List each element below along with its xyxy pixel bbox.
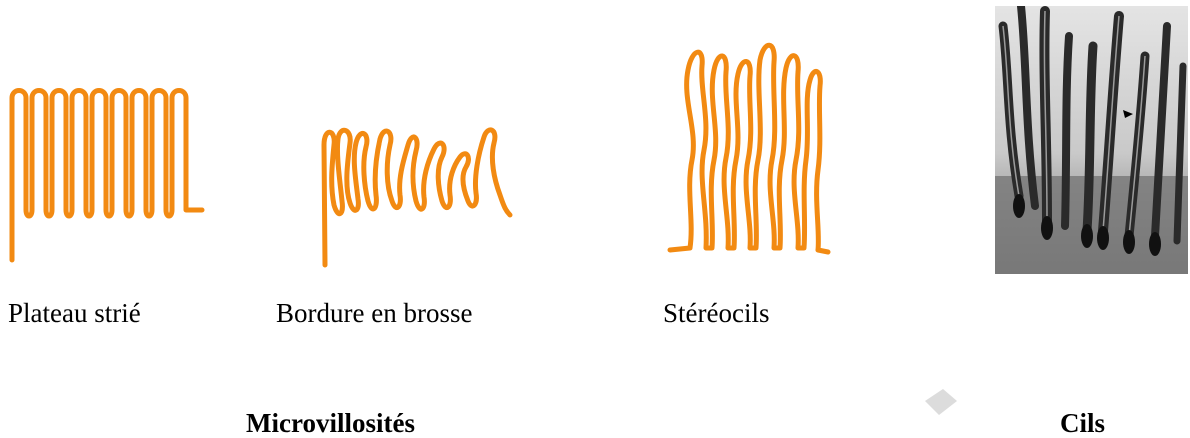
- stereocils-label: Stéréocils: [663, 300, 769, 327]
- microvillosites-group-label: Microvillosités: [246, 410, 415, 437]
- stereocils-drawing: [660, 30, 845, 265]
- plateau-strie-drawing: [0, 80, 215, 265]
- bordure-en-brosse-label: Bordure en brosse: [276, 300, 472, 327]
- plateau-strie-outline: [12, 91, 202, 261]
- cils-group-label: Cils: [1060, 410, 1105, 437]
- stereocils-outline: [670, 45, 828, 252]
- plateau-strie-label: Plateau strié: [8, 300, 141, 327]
- cilia-micrograph-image: [995, 6, 1188, 274]
- faint-diamond-mark: [921, 387, 961, 417]
- cilia-micrograph: [995, 6, 1188, 274]
- bordure-en-brosse-outline: [324, 130, 510, 265]
- bordure-en-brosse-drawing: [300, 115, 525, 275]
